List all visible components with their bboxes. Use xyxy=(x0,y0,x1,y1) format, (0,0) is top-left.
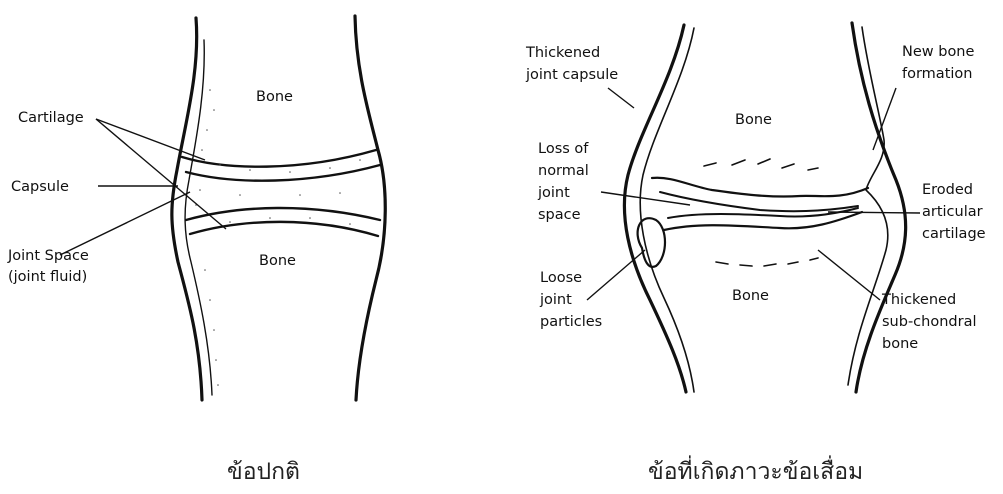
joint-space-label-line1: Joint Space xyxy=(7,248,89,264)
cartilage-label: Cartilage xyxy=(18,110,84,126)
loose-particles-label-line3: particles xyxy=(540,314,602,330)
normal-lower-cartilage xyxy=(186,208,380,220)
loose-particles-label-line2: joint xyxy=(539,292,572,308)
loss-of-space-leader xyxy=(601,192,690,205)
loss-of-space-label-line1: Loss of xyxy=(538,141,589,157)
normal-joint-figure xyxy=(60,16,385,400)
cartilage-leader-lower xyxy=(96,119,226,229)
thickened-capsule-label-line2: joint capsule xyxy=(525,67,618,83)
new-bone-label-line1: New bone xyxy=(902,44,975,60)
subchondral-label-line2: sub-chondral xyxy=(882,314,976,330)
capsule-label: Capsule xyxy=(11,179,69,195)
eroded-cartilage-label-line2: articular xyxy=(922,204,983,220)
loss-of-space-label-line4: space xyxy=(538,207,581,223)
normal-joint-caption: ข้อปกติ xyxy=(227,459,300,485)
eroded-cartilage-leader xyxy=(828,212,920,213)
loss-of-space-label-line2: normal xyxy=(538,163,589,179)
normal-capsule-right-outline xyxy=(355,16,385,400)
osteoarthritis-joint-caption: ข้อที่เกิดภาวะข้อเสื่อม xyxy=(648,455,863,485)
eroded-cartilage-label-line1: Eroded xyxy=(922,182,973,198)
loss-of-space-label-line3: joint xyxy=(537,185,570,201)
eroded-cartilage-label-line3: cartilage xyxy=(922,226,986,242)
normal-upper-cartilage xyxy=(182,150,376,167)
joint-space-label-line2: (joint fluid) xyxy=(8,269,87,285)
subchondral-leader xyxy=(818,250,880,300)
new-bone-label-line2: formation xyxy=(902,66,972,82)
thickened-capsule-leader xyxy=(608,88,634,108)
thickened-capsule-label-line1: Thickened xyxy=(525,45,600,61)
loose-particles-label-line1: Loose xyxy=(540,270,582,286)
subchondral-label-line1: Thickened xyxy=(881,292,956,308)
normal-bone-bottom-label: Bone xyxy=(259,253,296,269)
normal-stipple xyxy=(195,89,361,386)
cartilage-leader-upper xyxy=(96,119,205,160)
osteoarthritis-joint-figure xyxy=(587,23,920,392)
oa-left-capsule-outer xyxy=(624,25,686,392)
normal-bone-top-label: Bone xyxy=(256,89,293,105)
loose-particles-leader xyxy=(587,250,645,300)
normal-capsule-left-outline xyxy=(172,18,202,400)
oa-subchondral-dashes xyxy=(704,159,818,266)
joint-space-leader xyxy=(60,192,190,255)
subchondral-label-line3: bone xyxy=(882,336,918,352)
oa-upper-articular-surface xyxy=(652,178,868,197)
oa-bone-top-label: Bone xyxy=(735,112,772,128)
oa-bone-bottom-label: Bone xyxy=(732,288,769,304)
